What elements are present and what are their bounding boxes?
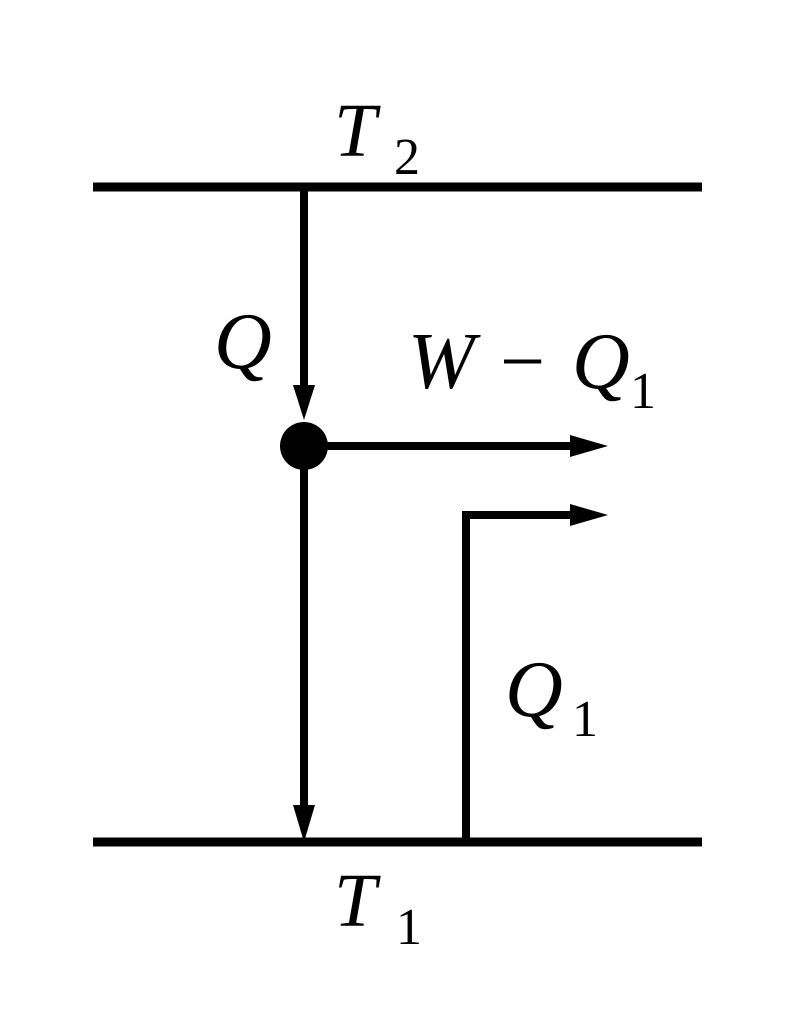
hot-reservoir-subscript: 2: [394, 129, 420, 186]
heat-cold-arrow-head: [570, 504, 608, 526]
hot-reservoir-label: T 2: [334, 89, 420, 186]
heat-cold-label: Q 1: [505, 646, 598, 748]
heat-in-arrow-head: [293, 385, 315, 420]
work-out-part2: Q: [572, 318, 630, 406]
heat-in-label: Q: [214, 298, 272, 386]
work-out-operator: −: [500, 318, 545, 406]
heat-out-arrow-head: [293, 805, 315, 842]
heat-cold-subscript: 1: [572, 691, 598, 748]
work-out-part1: W: [408, 318, 481, 406]
cold-reservoir-symbol: T: [334, 859, 381, 943]
heat-cold-symbol: Q: [505, 646, 563, 734]
hot-reservoir-symbol: T: [334, 89, 381, 173]
cold-reservoir-label: T 1: [334, 859, 422, 956]
cold-reservoir-subscript: 1: [396, 899, 422, 956]
work-out-label: W − Q 1: [408, 318, 656, 420]
heat-cold-path: [462, 511, 572, 842]
work-out-subscript: 1: [630, 363, 656, 420]
work-out-arrow-head: [570, 435, 608, 457]
